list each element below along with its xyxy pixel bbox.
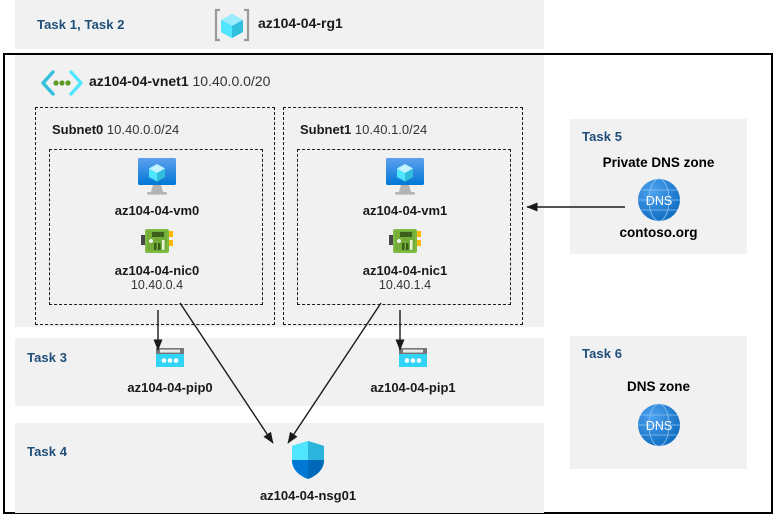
svg-text:DNS: DNS — [645, 419, 671, 433]
network-security-group-icon — [228, 439, 388, 486]
subnet-resources-box-0: az104-04-vm0 — [49, 149, 263, 305]
node-nic1: az104-04-nic1 10.40.1.4 — [298, 226, 512, 292]
nic-name-0: az104-04-nic0 — [114, 263, 200, 278]
nic-ip-1: 10.40.1.4 — [378, 278, 432, 292]
vm-name-1: az104-04-vm1 — [362, 203, 448, 218]
diagram-outer-border — [3, 53, 773, 514]
nic-ip-0: 10.40.0.4 — [130, 278, 184, 292]
subnet-cidr-1: 10.40.1.0/24 — [354, 122, 428, 137]
virtual-machine-icon — [50, 156, 264, 201]
task4-panel: Task 4 az104-04-nsg01 — [15, 423, 544, 513]
private-dns-zone-name: contoso.org — [619, 225, 698, 240]
network-interface-icon — [50, 226, 264, 261]
nic-name-1: az104-04-nic1 — [362, 263, 448, 278]
network-interface-icon — [298, 226, 512, 261]
virtual-network-icon — [40, 69, 84, 97]
task3-panel: Task 3 az104-04-pip0 — [15, 338, 544, 406]
resource-group-name: az104-04-rg1 — [258, 15, 343, 31]
virtual-network-cidr: 10.40.0.0/20 — [192, 73, 271, 89]
task-label-3: Task 3 — [27, 350, 68, 365]
vm-name-0: az104-04-vm0 — [114, 203, 200, 218]
subnet-title-1: Subnet1 10.40.1.0/24 — [300, 122, 427, 137]
virtual-network-title: az104-04-vnet1 10.40.0.0/20 — [89, 73, 270, 89]
node-vm1: az104-04-vm1 — [298, 156, 512, 218]
virtual-network-panel: az104-04-vnet1 10.40.0.0/20 Subnet0 10.4… — [15, 55, 544, 327]
task5-panel: Task 5 Private DNS zone DNS contoso.org — [570, 119, 747, 254]
virtual-network-name: az104-04-vnet1 — [89, 73, 189, 89]
subnet-title-0: Subnet0 10.40.0.0/24 — [52, 122, 179, 137]
dns-zone-icon: DNS — [570, 402, 747, 453]
node-nsg: az104-04-nsg01 — [228, 439, 388, 503]
private-dns-zone-title: Private DNS zone — [602, 155, 715, 170]
virtual-machine-icon — [298, 156, 512, 201]
task-label-4: Task 4 — [27, 444, 68, 459]
subnet-box-0: Subnet0 10.40.0.0/24 — [35, 107, 275, 325]
subnet-name-1: Subnet1 — [300, 122, 352, 137]
dns-zone-title: DNS zone — [626, 379, 690, 394]
task6-panel: Task 6 DNS zone DNS — [570, 336, 747, 469]
node-nic0: az104-04-nic0 10.40.0.4 — [50, 226, 264, 292]
pip-name-0: az104-04-pip0 — [127, 380, 213, 395]
node-pip0: az104-04-pip0 — [105, 345, 235, 395]
node-pip1: az104-04-pip1 — [348, 345, 478, 395]
nsg-name: az104-04-nsg01 — [259, 488, 357, 503]
subnet-resources-box-1: az104-04-vm1 — [297, 149, 511, 305]
svg-text:DNS: DNS — [645, 194, 671, 208]
dns-zone-icon: DNS — [570, 177, 747, 228]
public-ip-address-icon — [105, 345, 235, 378]
task-label-1-2: Task 1, Task 2 — [37, 17, 125, 32]
public-ip-address-icon — [348, 345, 478, 378]
task-label-6: Task 6 — [582, 346, 623, 361]
node-vm0: az104-04-vm0 — [50, 156, 264, 218]
task-label-5: Task 5 — [582, 129, 623, 144]
resource-group-panel: Task 1, Task 2 az104-04-rg1 — [15, 0, 544, 49]
subnet-name-0: Subnet0 — [52, 122, 104, 137]
subnet-cidr-0: 10.40.0.0/24 — [106, 122, 180, 137]
subnet-box-1: Subnet1 10.40.1.0/24 — [283, 107, 523, 325]
resource-group-icon — [213, 7, 251, 43]
pip-name-1: az104-04-pip1 — [370, 380, 456, 395]
